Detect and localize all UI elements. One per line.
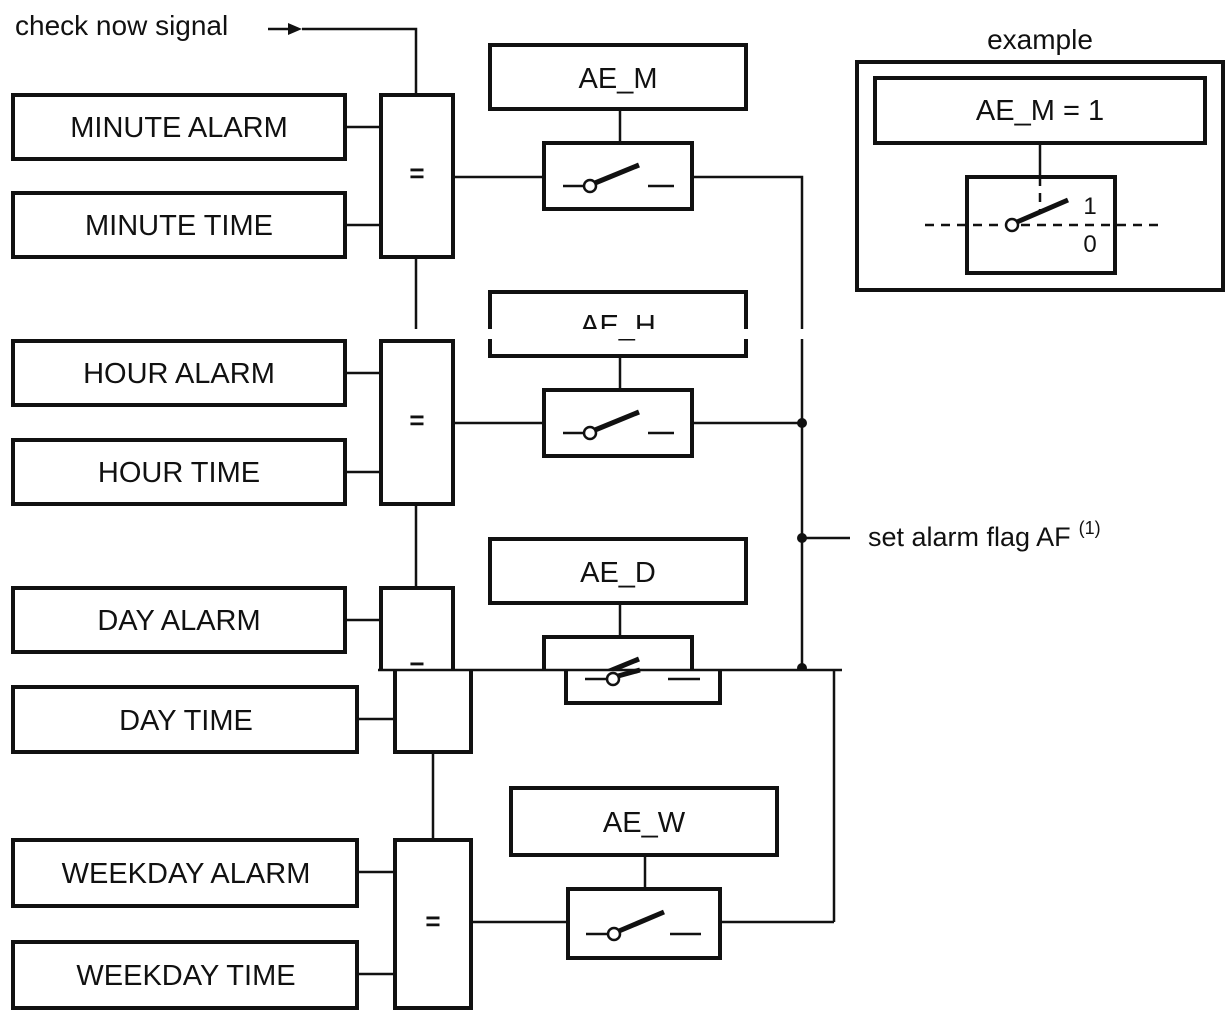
check-signal-wire: [302, 27, 418, 95]
weekday-group: WEEKDAY ALARM WEEKDAY TIME = AE_W: [11, 786, 834, 1010]
hour-time-box: [11, 438, 347, 506]
enable-label-ae-m: AE_M: [579, 63, 658, 95]
enable-box-ae-d: [488, 537, 748, 605]
example-enable-label: AE_M = 1: [976, 95, 1104, 127]
day-group: DAY ALARM = AE_D: [11, 537, 807, 699]
hour-time-label: HOUR TIME: [98, 457, 260, 489]
example-title: example: [987, 24, 1093, 55]
weekday-alarm-label: WEEKDAY ALARM: [62, 858, 311, 890]
day-alarm-label: DAY ALARM: [97, 605, 260, 637]
hour-alarm-label: HOUR ALARM: [83, 358, 275, 390]
minute-alarm-label: MINUTE ALARM: [70, 112, 288, 144]
example-state-off: 0: [1083, 231, 1096, 258]
enable-box-ae-h: [488, 290, 748, 358]
enable-label-ae-w: AE_W: [603, 807, 686, 839]
hour-comparator-symbol: =: [409, 405, 424, 435]
weekday-time-label: WEEKDAY TIME: [76, 960, 295, 992]
switch-box-weekday: [566, 887, 722, 960]
example-state-on: 1: [1083, 193, 1096, 220]
weekday-comparator: [393, 838, 473, 1010]
example-panel: example AE_M = 1 1 0: [855, 24, 1225, 292]
day-alarm-box: [11, 586, 347, 654]
arrow-right-icon: [268, 23, 302, 35]
minute-comparator-symbol: =: [409, 158, 424, 188]
weekday-comparator-symbol: =: [425, 906, 440, 936]
hour-alarm-box: [11, 339, 347, 407]
enable-box-ae-m: [488, 43, 748, 111]
minute-time-label: MINUTE TIME: [85, 210, 273, 242]
day-group-shifted: DAY TIME: [11, 667, 842, 922]
hour-group: HOUR ALARM HOUR TIME = AE_H: [11, 290, 807, 506]
switch-icon: [586, 909, 701, 942]
junction-dot: [797, 533, 807, 543]
switch-icon: [585, 667, 700, 687]
switch-icon: [563, 409, 674, 441]
minute-time-box: [11, 191, 347, 259]
day-time-label: DAY TIME: [119, 705, 253, 737]
check-now-signal-label: check now signal: [15, 10, 228, 41]
switch-box-day-lower: [564, 670, 722, 705]
enable-label-ae-d: AE_D: [580, 557, 656, 589]
junction-dot: [797, 418, 807, 428]
switch-icon: [1004, 197, 1069, 233]
output-label: set alarm flag AF(1): [868, 518, 1101, 552]
switch-icon: [563, 162, 674, 194]
minute-group: MINUTE ALARM MINUTE TIME = AE_M: [11, 43, 804, 668]
day-comparator-lower: [393, 670, 473, 754]
